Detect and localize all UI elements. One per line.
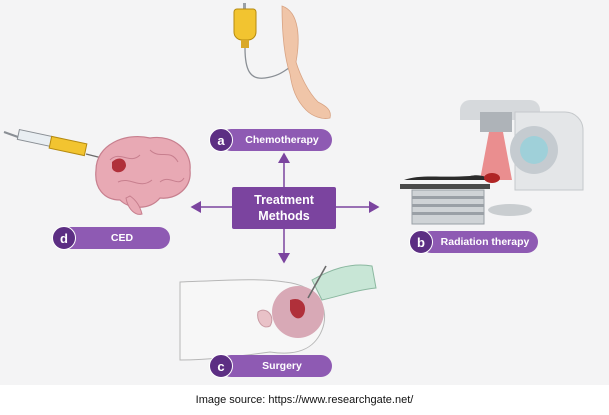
connector-arrows: [190, 152, 380, 264]
badge-c: c: [209, 354, 233, 378]
label-chemotherapy: Chemotherapy: [220, 129, 332, 151]
label-radiation-therapy-text: Radiation therapy: [440, 236, 530, 248]
center-title-line2: Methods: [258, 209, 310, 223]
label-ced: CED: [60, 227, 170, 249]
radiation-machine-icon: [400, 100, 584, 225]
syringe-brain-icon: [3, 128, 191, 215]
label-ced-text: CED: [110, 232, 134, 244]
badge-a: a: [209, 128, 233, 152]
label-surgery-text: Surgery: [262, 360, 302, 372]
badge-d: d: [52, 226, 76, 250]
iv-drip-arm-icon: [233, 3, 331, 119]
surgery-head-icon: [179, 264, 377, 361]
treatment-methods-box: Treatment Methods: [232, 187, 336, 229]
badge-b: b: [409, 230, 433, 254]
label-chemotherapy-text: Chemotherapy: [245, 134, 319, 146]
label-surgery: Surgery: [220, 355, 332, 377]
label-radiation-therapy: Radiation therapy: [420, 231, 538, 253]
center-title-line1: Treatment: [254, 193, 314, 207]
image-source-caption: Image source: https://www.researchgate.n…: [195, 394, 414, 406]
diagram-panel: Treatment Methods Chemotherapy a Radiati…: [0, 0, 609, 385]
diagram-artwork: [3, 3, 584, 361]
